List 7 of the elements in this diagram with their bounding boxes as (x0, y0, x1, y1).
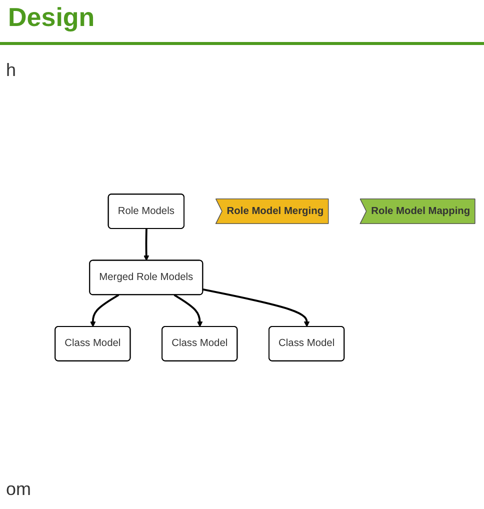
slide-title: Design (8, 2, 95, 33)
arrow (202, 288, 310, 328)
arrow (90, 294, 120, 328)
arrow (144, 228, 150, 261)
text-fragment: h (6, 60, 18, 81)
text-fragment: om (6, 479, 32, 500)
arrow (174, 294, 203, 328)
